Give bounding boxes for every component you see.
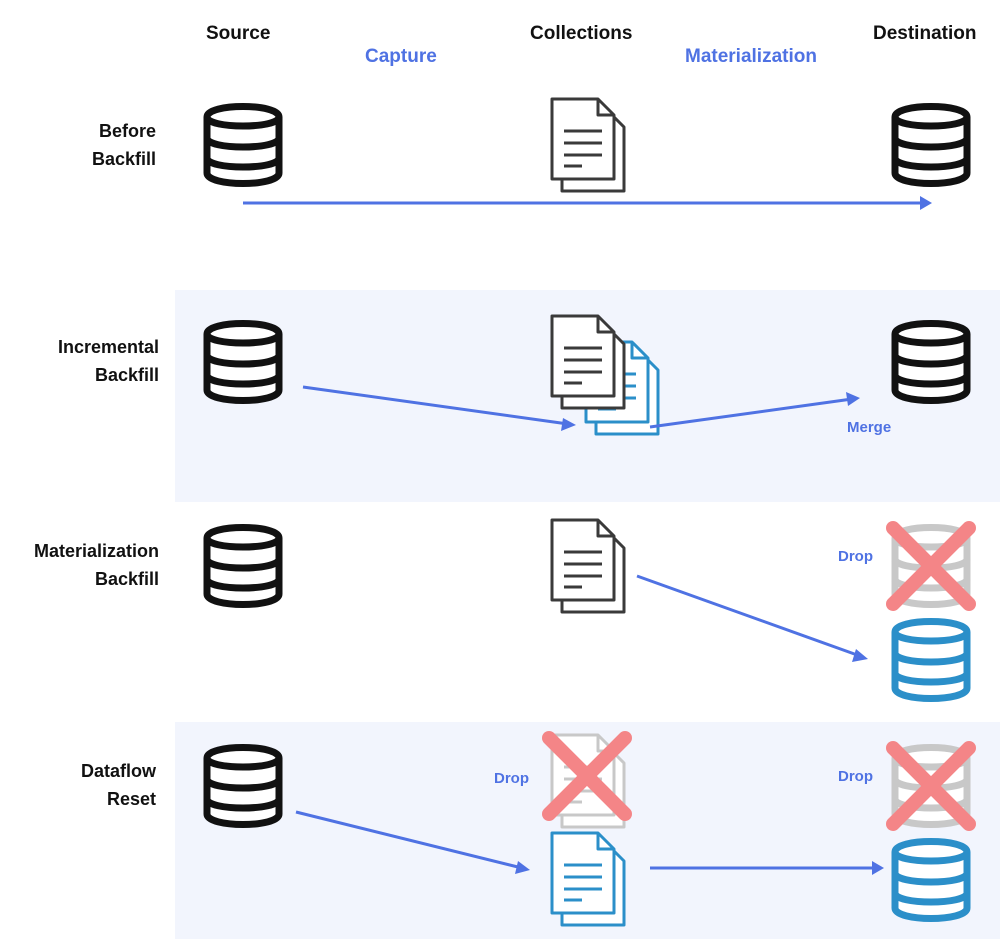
collection-document-icon bbox=[550, 314, 626, 410]
drop-label-destination: Drop bbox=[838, 768, 873, 785]
merge-label: Merge bbox=[847, 419, 892, 436]
source-database-icon bbox=[207, 107, 279, 184]
materialization-arrow bbox=[636, 574, 868, 662]
row-label-incremental: Incremental Backfill bbox=[0, 333, 159, 389]
row-label-line: Dataflow bbox=[80, 761, 156, 781]
row-label-reset: Dataflow Reset bbox=[0, 757, 156, 813]
row-label-line: Before bbox=[98, 121, 156, 141]
row-label-line: Backfill bbox=[94, 569, 159, 589]
drop-label-destination: Drop bbox=[838, 548, 873, 565]
row-label-before: Before Backfill bbox=[0, 117, 156, 173]
materialization-arrow bbox=[650, 861, 884, 875]
column-header-destination: Destination bbox=[873, 23, 977, 44]
drop-label-collection: Drop bbox=[494, 770, 529, 787]
new-document-icon bbox=[550, 831, 626, 927]
row-label-materialization: Materialization Backfill bbox=[0, 537, 159, 593]
source-database-icon bbox=[207, 748, 279, 825]
materialization-arrow bbox=[649, 392, 860, 429]
new-database-icon bbox=[895, 842, 967, 919]
row-label-line: Materialization bbox=[33, 541, 159, 561]
collection-document-icon bbox=[550, 97, 626, 193]
capture-arrow bbox=[295, 810, 530, 874]
row-label-line: Backfill bbox=[94, 365, 159, 385]
capture-arrow bbox=[302, 385, 576, 431]
step-label-materialization: Materialization bbox=[685, 46, 817, 67]
destination-database-icon bbox=[895, 324, 967, 401]
new-database-icon bbox=[895, 622, 967, 699]
capture-materialization-arrow bbox=[243, 196, 932, 210]
source-database-icon bbox=[207, 324, 279, 401]
source-database-icon bbox=[207, 528, 279, 605]
row-label-line: Reset bbox=[106, 789, 156, 809]
row-label-line: Backfill bbox=[91, 149, 156, 169]
step-label-capture: Capture bbox=[365, 46, 437, 67]
destination-database-icon bbox=[895, 107, 967, 184]
column-header-source: Source bbox=[206, 23, 271, 44]
collection-document-icon bbox=[550, 518, 626, 614]
row-label-line: Incremental bbox=[57, 337, 159, 357]
column-header-collections: Collections bbox=[530, 23, 633, 44]
